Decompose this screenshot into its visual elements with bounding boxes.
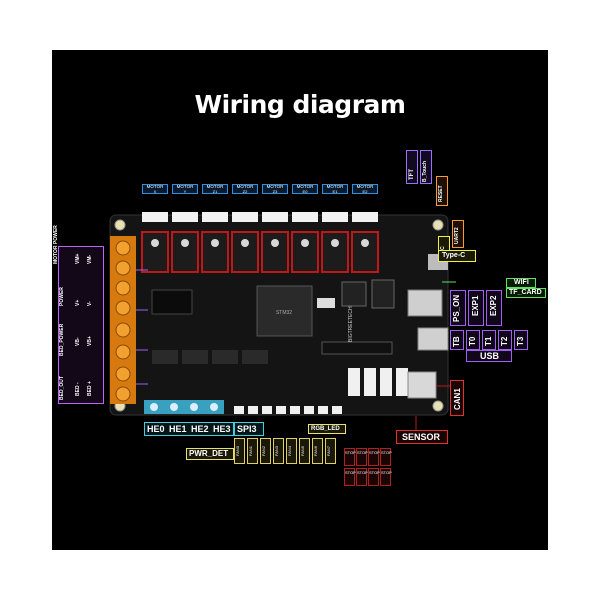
driver-pot <box>331 239 339 247</box>
board-illustration: STM32 <box>109 212 456 430</box>
tf-card-slot <box>407 289 443 317</box>
bed-power-label: BED_POWER <box>59 323 65 356</box>
board-brand: BIGTREETECH <box>348 306 354 342</box>
driver-pot <box>361 239 369 247</box>
fan-label: FAN3 <box>273 438 284 464</box>
t2-label: T2 <box>500 336 509 346</box>
driver-socket <box>261 231 289 273</box>
bed-minus-label: BED - <box>75 382 81 396</box>
heater-terminals <box>144 400 224 414</box>
fan-label: FAN7 <box>325 438 336 464</box>
v-minus-label: V- <box>87 301 93 306</box>
fan-label: FAN6 <box>312 438 323 464</box>
t1-label: T1 <box>484 336 493 346</box>
driver-socket <box>171 231 199 273</box>
driver-pot <box>211 239 219 247</box>
rgb-led-label: RGB_LED <box>311 426 340 432</box>
v-plus-label: V+ <box>75 299 81 306</box>
pwr-det-label: PWR_DET <box>189 449 229 458</box>
motor-power-label: MOTOR POWER <box>53 225 59 264</box>
driver-socket <box>291 231 319 273</box>
stop-label: STOP <box>356 448 368 466</box>
driver-socket <box>321 231 349 273</box>
motor-connectors <box>142 212 378 222</box>
driver-socket <box>231 231 259 273</box>
fan-label: FAN5 <box>299 438 310 464</box>
wifi-label: WIFI <box>514 279 529 286</box>
vm-plus-label: VM+ <box>75 253 81 264</box>
driver-sockets <box>141 231 379 273</box>
tb-label: TB <box>452 336 461 347</box>
tf-card-label: TF_CARD <box>509 289 542 296</box>
driver-pot <box>301 239 309 247</box>
driver-socket <box>201 231 229 273</box>
mounting-hole <box>114 219 126 231</box>
stop-label: STOP <box>344 468 356 486</box>
fan-label: FAN1 <box>247 438 258 464</box>
bed-out-label: BED_OUT <box>59 376 65 400</box>
exp1-label: EXP1 <box>471 295 480 316</box>
diagram-panel: Wiring diagram <box>52 50 548 550</box>
he1-label: HE1 <box>169 424 187 434</box>
he0-label: HE0 <box>147 424 165 434</box>
power-label: POWER <box>59 287 65 306</box>
driver-pot <box>151 239 159 247</box>
usb-port <box>417 327 449 351</box>
endstop-headers <box>348 368 408 396</box>
mounting-hole <box>432 219 444 231</box>
ps-on-label: PS_ON <box>452 294 461 322</box>
spi3-label: SPI3 <box>237 424 257 434</box>
stop-label: STOP <box>368 468 380 486</box>
stop-label: STOP <box>380 448 392 466</box>
reset-label: RESET <box>438 185 444 202</box>
vm-minus-label: VM- <box>87 254 93 264</box>
usb-label: USB <box>480 351 500 361</box>
connector-lines <box>136 269 148 385</box>
left-power-group <box>58 246 104 404</box>
can1-label: CAN1 <box>453 388 462 410</box>
bed-plus-label: BED + <box>87 381 93 396</box>
he3-label: HE3 <box>213 424 231 434</box>
tft-label: TFT <box>409 169 415 180</box>
driver-socket <box>141 231 169 273</box>
fan-label: FAN4 <box>286 438 297 464</box>
driver-pot <box>241 239 249 247</box>
he2-label: HE2 <box>191 424 209 434</box>
vb-plus-label: VB+ <box>87 336 93 346</box>
mcu-chip <box>256 285 313 337</box>
fan-headers <box>234 406 342 414</box>
driver-pot <box>271 239 279 247</box>
screw-terminals <box>110 236 136 404</box>
uart2-label: UART2 <box>454 227 460 244</box>
stop-label: STOP <box>368 448 380 466</box>
type-c-label: Type-C <box>442 252 466 259</box>
driver-pot <box>181 239 189 247</box>
fan-label: FAN2 <box>260 438 271 464</box>
t0-label: T0 <box>468 336 477 346</box>
sensor-label: SENSOR <box>402 432 441 442</box>
fan-label: FAN0 <box>234 438 245 464</box>
exp2-label: EXP2 <box>489 295 498 316</box>
b-touch-label: B_Touch <box>422 160 428 182</box>
stop-label: STOP <box>344 448 356 466</box>
stop-label: STOP <box>356 468 368 486</box>
can-connector <box>407 371 437 399</box>
stop-label: STOP <box>380 468 392 486</box>
page-title: Wiring diagram <box>194 90 406 119</box>
vb-minus-label: VB- <box>75 337 81 346</box>
t3-label: T3 <box>516 336 525 346</box>
driver-socket <box>351 231 379 273</box>
mcu-brand: STM32 <box>276 310 292 316</box>
mounting-hole <box>432 400 444 412</box>
